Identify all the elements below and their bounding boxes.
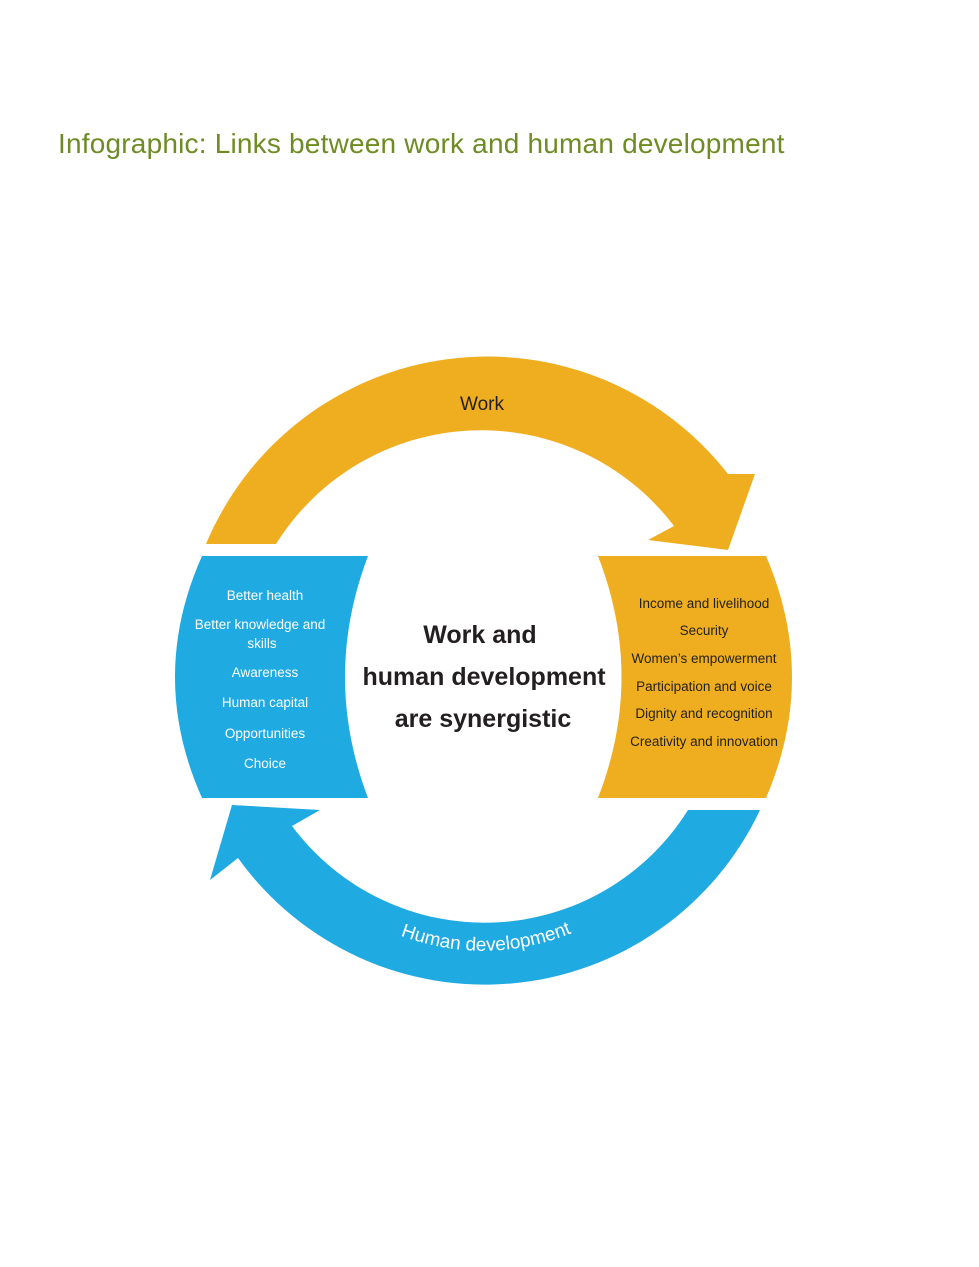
list-item: Better health — [227, 588, 304, 603]
list-item: Awareness — [232, 665, 299, 680]
list-item: Dignity and recognition — [635, 706, 772, 721]
human-development-outcomes-box — [175, 556, 368, 798]
center-line-1: Work and — [423, 621, 536, 649]
page-title: Infographic: Links between work and huma… — [58, 128, 785, 159]
list-item: Choice — [244, 756, 286, 771]
list-item: skills — [247, 636, 276, 651]
list-item: Security — [680, 623, 729, 638]
list-item: Creativity and innovation — [630, 734, 778, 749]
list-item: Participation and voice — [636, 679, 772, 694]
work-arrow-label: Work — [460, 394, 504, 415]
center-line-3: are synergistic — [395, 705, 572, 733]
list-item: Opportunities — [225, 726, 306, 741]
human-development-arrow — [210, 805, 760, 985]
human-development-outcomes-list: Better health Better knowledge and skill… — [195, 588, 326, 771]
work-arrow — [206, 356, 755, 550]
list-item: Human capital — [222, 695, 308, 710]
work-outcomes-box — [598, 556, 792, 798]
list-item: Income and livelihood — [639, 596, 770, 611]
work-outcomes-list: Income and livelihood Security Women’s e… — [630, 596, 778, 749]
center-line-2: human development — [362, 663, 606, 691]
list-item: Women’s empowerment — [631, 651, 776, 666]
center-statement: Work and human development are synergist… — [362, 621, 606, 733]
list-item: Better knowledge and — [195, 617, 326, 632]
